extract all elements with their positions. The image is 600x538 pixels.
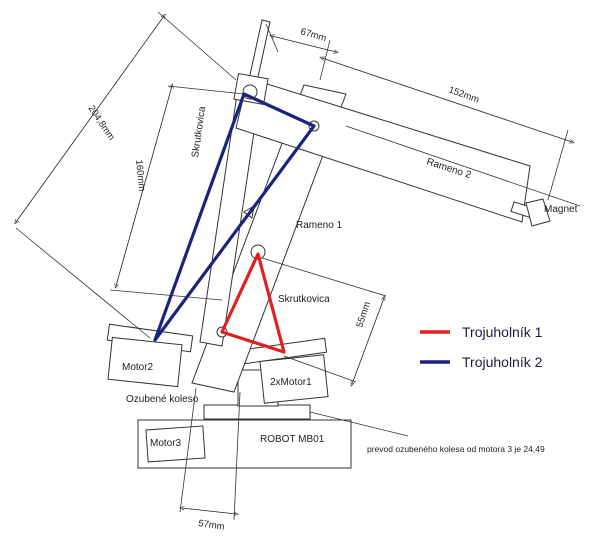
- motor2-box: [107, 336, 183, 388]
- label-robot: ROBOT MB01: [260, 434, 325, 445]
- label-rameno1: Rameno 1: [296, 220, 343, 231]
- dim-152-line: [322, 58, 572, 142]
- dim-55-ext2: [283, 355, 357, 383]
- label-motor3: Motor3: [150, 438, 182, 449]
- triangle-1: [220, 252, 286, 354]
- label-skrutkovica-bottom: Skrutkovica: [278, 294, 330, 305]
- dim-57-ext2: [233, 391, 241, 521]
- gear-plate: [203, 404, 311, 420]
- label-prevod: prevod ozubeného kolesa od motora 3 je 2…: [367, 444, 545, 454]
- dim-55-line: [352, 298, 384, 384]
- dim-204-label: 204,8mm: [86, 104, 117, 143]
- dim-55-label: 55mm: [354, 300, 373, 329]
- motor1-box: [259, 354, 329, 404]
- label-magnet: Magnet: [544, 204, 578, 215]
- dim-204-ext2: [15, 227, 151, 339]
- dim-55-ext1: [261, 257, 387, 297]
- dim-204-ext1: [157, 11, 237, 81]
- triangle-2: [153, 92, 316, 342]
- label-ozubene: Ozubené koleso: [126, 394, 199, 405]
- label-skrutkovica-top: Skrutkovica: [190, 105, 208, 158]
- dim-57-ext1: [179, 387, 197, 513]
- dim-160-line: [116, 86, 172, 286]
- legend: Trojuholník 1 Trojuholník 2: [420, 324, 543, 370]
- dim-152-label: 152mm: [447, 84, 481, 105]
- dim-67-line: [272, 36, 336, 52]
- dim-160-ext1: [167, 85, 245, 95]
- dim-67-ext1: [265, 23, 279, 53]
- legend-label-1: Trojuholník 1: [462, 324, 543, 340]
- dim-57-label: 57mm: [198, 518, 226, 533]
- dim-204-line: [16, 16, 164, 222]
- dim-160-label: 160mm: [133, 159, 147, 192]
- magnet: [525, 198, 551, 227]
- legend-label-2: Trojuholník 2: [462, 354, 543, 370]
- dim-57-line: [182, 508, 236, 514]
- prevod-leader: [309, 411, 409, 437]
- label-motor2: Motor2: [122, 362, 154, 373]
- dim-160-ext2: [109, 289, 223, 301]
- arm2-guide: [345, 125, 581, 207]
- dim-67-label: 67mm: [299, 26, 327, 44]
- label-motor1: 2xMotor1: [270, 377, 312, 388]
- dim-152-ext: [547, 129, 569, 201]
